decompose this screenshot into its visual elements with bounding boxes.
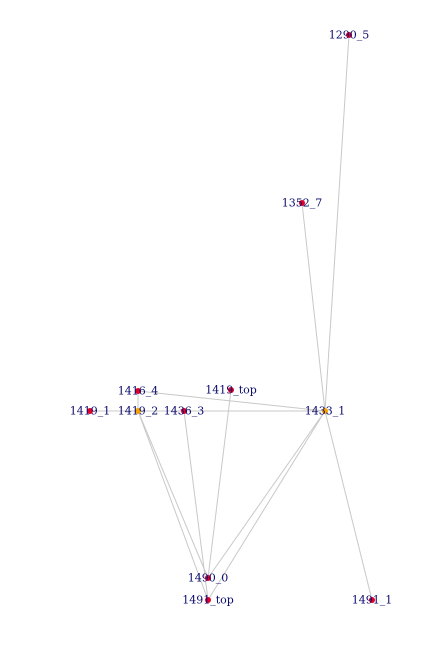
edge-1419_top-1490_0 [207,389,232,579]
node-dot [369,597,375,603]
node-label: 1491_1 [352,594,393,607]
node-label: 1290_5 [329,29,370,42]
node-dot [205,575,211,581]
node-dot [135,388,141,394]
node-label: 1436_3 [164,405,205,418]
edge-1433_1-1490_0 [207,410,326,579]
node-dot [322,408,328,414]
node-1419_2: 1419_2 [118,405,159,418]
edge-1419_2-1490_0 [137,410,209,579]
edge-1290_5-1433_1 [324,34,350,412]
edge-1433_1-1491_1 [324,410,373,601]
edge-1352_7-1433_1 [301,202,326,412]
node-label: 1491_top [182,594,234,607]
node-1491_1: 1491_1 [352,594,393,607]
edge-1419_2-1491_top [137,410,209,601]
node-label: 1419_1 [70,405,111,418]
edge-1436_3-1491_top [183,410,209,601]
node-label: 1490_0 [188,572,229,585]
node-label: 1433_1 [305,405,346,418]
node-1419_1: 1419_1 [70,405,111,418]
node-label: 1352_7 [282,197,323,210]
node-1416_4: 1416_4 [118,385,159,398]
node-1419_top: 1419_top [205,384,257,397]
node-1290_5: 1290_5 [329,29,370,42]
node-1433_1: 1433_1 [305,405,346,418]
node-1436_3: 1436_3 [164,405,205,418]
node-1490_0: 1490_0 [188,572,229,585]
edge-1433_1-1491_top [207,410,326,601]
node-dot [181,408,187,414]
node-dot [135,408,141,414]
node-label: 1419_2 [118,405,159,418]
node-dot [87,408,93,414]
node-label: 1416_4 [118,385,159,398]
node-label: 1419_top [205,384,257,397]
node-1491_top: 1491_top [182,594,234,607]
edge-1416_4-1433_1 [137,390,326,412]
node-dot [205,597,211,603]
node-dot [228,387,234,393]
nodes-layer: 1290_5 1352_7 1416_4 1419_top 1419_1 1419_2 14… [70,29,393,607]
edges-layer [90,34,373,601]
node-dot [346,32,352,38]
node-dot [299,200,305,206]
node-1352_7: 1352_7 [282,197,323,210]
